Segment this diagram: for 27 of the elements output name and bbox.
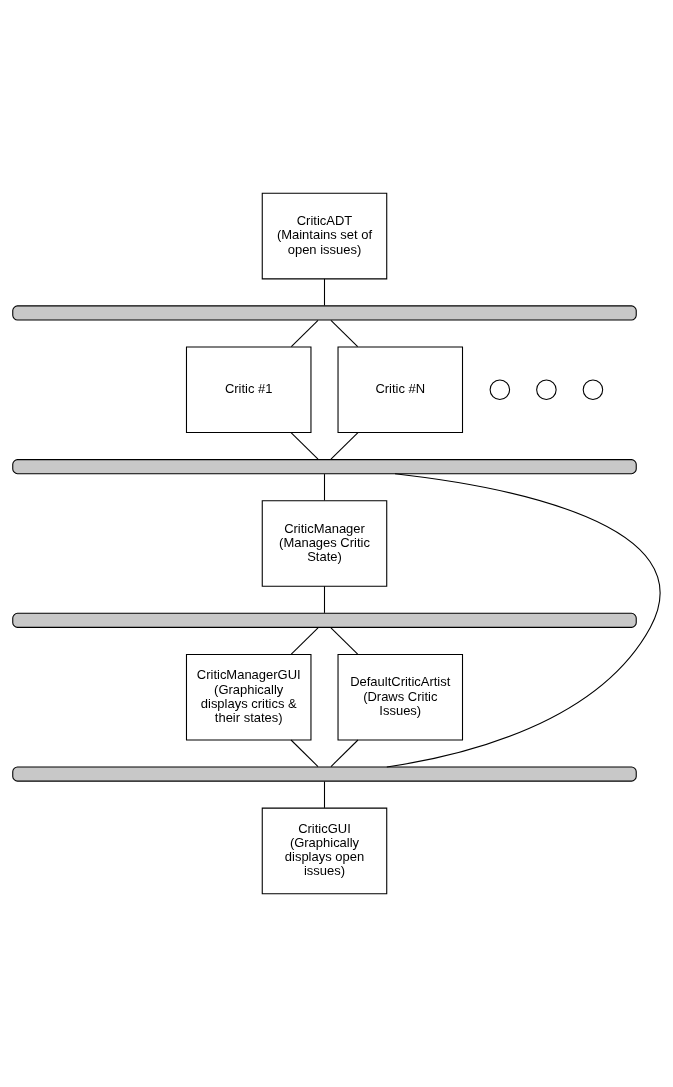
connector [330, 739, 359, 768]
connector [330, 432, 359, 460]
node-box: CriticManager (Manages Critic State) [261, 500, 388, 587]
connector [290, 627, 319, 655]
connector [290, 432, 319, 460]
node-bar [12, 305, 637, 321]
node-box: CriticGUI (Graphically displays open issues) [261, 807, 388, 895]
node-circle [536, 379, 557, 401]
connector [290, 739, 319, 768]
node-bar [12, 459, 637, 475]
node-box: CriticADT (Maintains set of open issues) [261, 192, 388, 280]
connector [330, 627, 359, 655]
node-circle [489, 379, 511, 401]
node-bar [12, 612, 637, 628]
node-box: CriticManagerGUI (Graphically displays critics & their states) [185, 653, 312, 741]
node-box: Critic #1 [185, 346, 312, 434]
connector [330, 319, 359, 348]
connector [323, 473, 326, 501]
node-bar [12, 766, 637, 782]
connector [323, 780, 326, 809]
connector [323, 585, 326, 614]
node-box: DefaultCriticArtist (Draws Critic Issues) [337, 653, 464, 741]
connector [323, 278, 326, 306]
node-circle [582, 379, 604, 401]
connector [290, 319, 319, 348]
connector [386, 473, 660, 768]
node-box: Critic #N [337, 346, 464, 434]
